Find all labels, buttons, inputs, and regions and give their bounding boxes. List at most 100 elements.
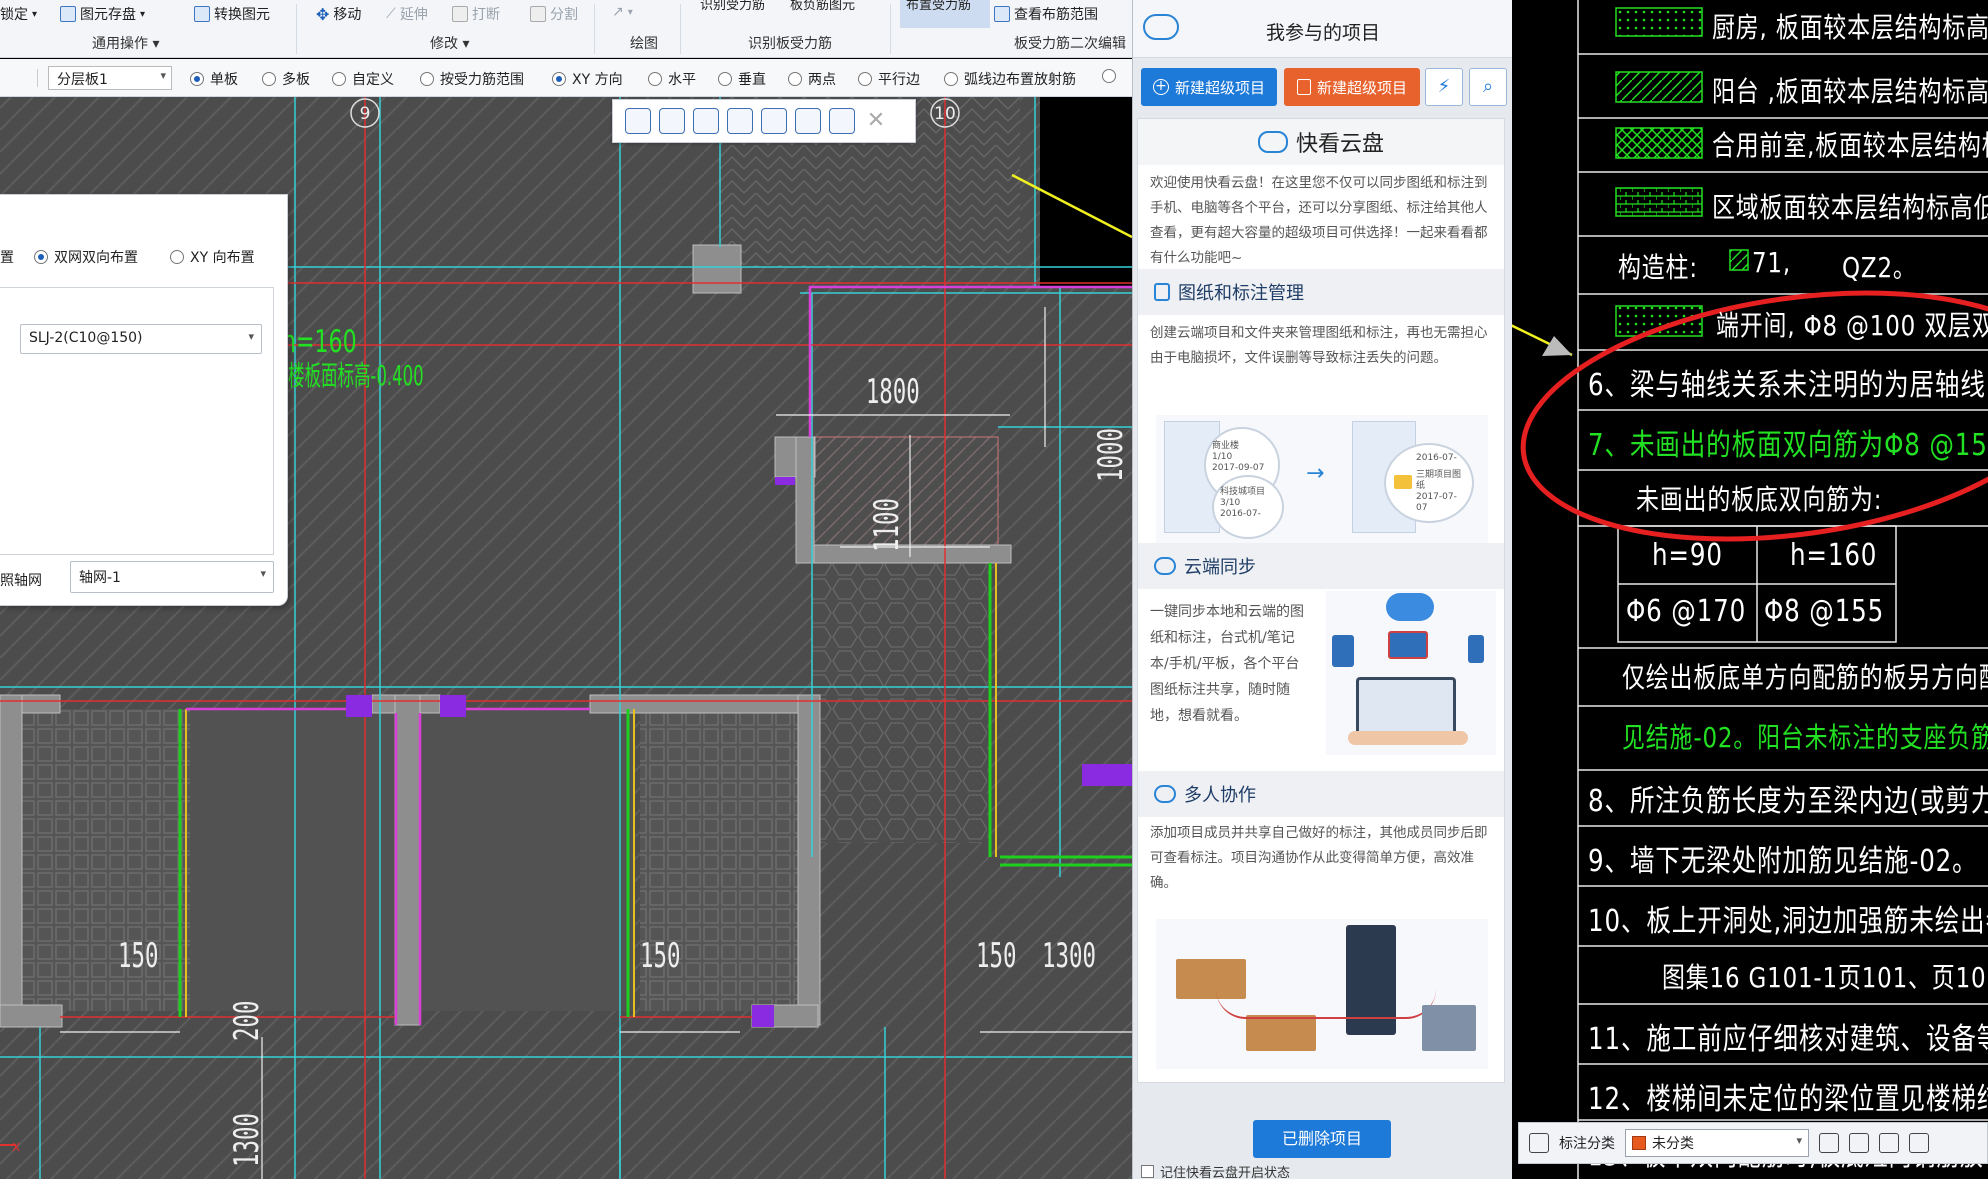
- room-grid-left: [20, 709, 190, 1011]
- grid-icon[interactable]: [1529, 1133, 1549, 1153]
- note-6: 6、梁与轴线关系未注明的为居轴线中或墙边齐。: [1588, 368, 1988, 403]
- view-range-button[interactable]: 查看布筋范围: [994, 4, 1098, 24]
- ribbon-separator: [296, 4, 297, 54]
- radio-horizontal[interactable]: 水平: [648, 69, 696, 89]
- verify-tool-button[interactable]: [761, 108, 787, 134]
- radio-single[interactable]: 单板: [190, 69, 238, 89]
- radio-xy-layout-label: XY 向布置: [190, 250, 255, 266]
- dim-1000: 1000: [1090, 428, 1130, 482]
- search-icon[interactable]: ⌕: [1469, 68, 1507, 106]
- drag-handle[interactable]: [8, 69, 38, 87]
- section-drawing-management-title: 图纸和标注管理: [1178, 283, 1304, 304]
- annotation-category-value: 未分类: [1652, 1136, 1694, 1152]
- radio-parallel[interactable]: 平行边: [858, 69, 920, 89]
- edit-tool-button[interactable]: [659, 108, 685, 134]
- dim-1300-h: 1300: [1042, 935, 1096, 975]
- ill-a-date: 2017-09-07: [1212, 463, 1265, 473]
- layout-rebar-button[interactable]: 布置受力筋: [906, 0, 971, 13]
- folder-icon: [1394, 475, 1412, 489]
- group-modify-label: 修改 ▾: [430, 36, 470, 52]
- ribbon-separator: [680, 4, 681, 54]
- move-button[interactable]: ✥ 移动: [316, 4, 361, 24]
- cad-canvas[interactable]: 9 10 1800 1000 1100 1: [0, 97, 1132, 1179]
- edge-lines: [185, 563, 997, 1017]
- identify-slab-neg-button[interactable]: 板负筋图元: [790, 0, 855, 13]
- draw-button[interactable]: ↗▾: [612, 4, 633, 20]
- new-super-project-orange-button[interactable]: 新建超级项目: [1284, 68, 1420, 106]
- cyan-lines: [0, 97, 1132, 1179]
- refresh-tool-button[interactable]: [727, 108, 753, 134]
- radio-xy-direction-label: XY 方向: [572, 72, 623, 88]
- card-title-bar: 快看云盘: [1138, 119, 1504, 165]
- identify-rebar-button[interactable]: 识别受力筋: [700, 0, 765, 13]
- split-button[interactable]: 分割: [530, 4, 578, 24]
- extend-icon: ⟋: [386, 6, 396, 22]
- property-panel: 置 双网双向布置 XY 向布置 SLJ-2(C10@150) 照轴网 轴网-1: [0, 194, 288, 606]
- radio-custom[interactable]: 自定义: [332, 69, 394, 89]
- green-elev-text: 楼板面标高-0.400: [288, 361, 424, 393]
- radio-vertical[interactable]: 垂直: [718, 69, 766, 89]
- extend-button[interactable]: ⟋ 延伸: [386, 4, 428, 24]
- annotation-category-label: 标注分类: [1559, 1136, 1615, 1152]
- axis-label-9: 9: [360, 104, 371, 124]
- close-icon[interactable]: ✕: [866, 108, 886, 133]
- room-plain-2: [420, 709, 635, 1011]
- radio-bidirectional[interactable]: 双网双向布置: [34, 247, 138, 267]
- radio-extra[interactable]: [1102, 69, 1116, 83]
- radio-multi-label: 多板: [282, 72, 310, 88]
- drawing-management-illustration: 商业楼 1/10 2017-09-07 科技城项目 3/10 2016-07- …: [1156, 415, 1488, 543]
- radio-multi[interactable]: 多板: [262, 69, 310, 89]
- convert-elements-button[interactable]: 转换图元: [194, 4, 270, 24]
- table-phi6: Φ6 @170: [1626, 594, 1747, 629]
- walls: [0, 244, 1012, 1028]
- tablet-icon: [1332, 635, 1354, 667]
- floating-mini-toolbar: ✕: [612, 99, 916, 143]
- edit-icon[interactable]: [1819, 1133, 1839, 1153]
- red-circle-annotation: [1520, 290, 1988, 542]
- radio-parallel-label: 平行边: [878, 72, 920, 88]
- check-tool-button[interactable]: [693, 108, 719, 134]
- arrow-right-icon: →: [1306, 461, 1325, 486]
- user-tool-button[interactable]: [625, 108, 651, 134]
- radio-arc-radial[interactable]: 弧线边布置放射筋: [944, 69, 1076, 89]
- layout-suffix-label: 置: [0, 250, 14, 266]
- axis-select[interactable]: 轴网-1: [70, 561, 274, 593]
- remember-checkbox[interactable]: 记住快看云盘开启状态: [1141, 1162, 1290, 1179]
- radio-two-points[interactable]: 两点: [788, 69, 836, 89]
- copy-icon[interactable]: [1879, 1133, 1899, 1153]
- ribbon-separator: [890, 4, 891, 54]
- radio-dot: [788, 72, 802, 86]
- break-button[interactable]: 打断: [452, 4, 500, 24]
- screen-icon: [1388, 631, 1428, 659]
- yellow-arrow-line: [1512, 324, 1573, 357]
- radio-xy-layout[interactable]: XY 向布置: [170, 247, 255, 267]
- radio-xy-direction[interactable]: XY 方向: [552, 69, 623, 89]
- save-elements-button[interactable]: 图元存盘▾: [60, 4, 145, 24]
- deleted-projects-button[interactable]: 已删除项目: [1253, 1120, 1391, 1158]
- radio-by-range[interactable]: 按受力筋范围: [420, 69, 524, 89]
- detail-drawing[interactable]: 厨房, 板面较本层结构标高低20m 阳台 ,板面较本层结构标高低20 合用前室,…: [1512, 0, 1988, 1179]
- users-icon: [1154, 785, 1176, 803]
- group-draw-label: 绘图: [630, 36, 658, 52]
- note-kitchen: 厨房, 板面较本层结构标高低20m: [1712, 11, 1988, 44]
- move-icon[interactable]: [1849, 1133, 1869, 1153]
- color-swatch: [1632, 1136, 1646, 1150]
- remember-label: 记住快看云盘开启状态: [1160, 1166, 1291, 1179]
- lock-button[interactable]: 锁定▾: [0, 4, 37, 24]
- radio-dot: [34, 250, 48, 264]
- sync-icon[interactable]: ⚡: [1425, 68, 1463, 106]
- dim-150-b: 150: [640, 935, 680, 975]
- structure-tool-button[interactable]: [795, 108, 821, 134]
- radio-dot: [170, 250, 184, 264]
- radio-by-range-label: 按受力筋范围: [440, 72, 524, 88]
- paste-icon[interactable]: [1909, 1133, 1929, 1153]
- layer-select[interactable]: 分层板1: [48, 66, 172, 90]
- ill-a-title: 商业楼: [1212, 441, 1240, 451]
- list-tool-button[interactable]: [829, 108, 855, 134]
- note-column: 构造柱:: [1618, 251, 1698, 284]
- annotation-category-select[interactable]: 未分类: [1625, 1129, 1809, 1157]
- note-column-a: 71,: [1752, 246, 1791, 279]
- new-super-project-button[interactable]: + 新建超级项目: [1141, 68, 1277, 106]
- project-panel: 我参与的项目 + 新建超级项目 新建超级项目 ⚡ ⌕ 快看云盘 欢迎使用快看云盘…: [1132, 0, 1513, 1179]
- rebar-select[interactable]: SLJ-2(C10@150): [20, 324, 262, 354]
